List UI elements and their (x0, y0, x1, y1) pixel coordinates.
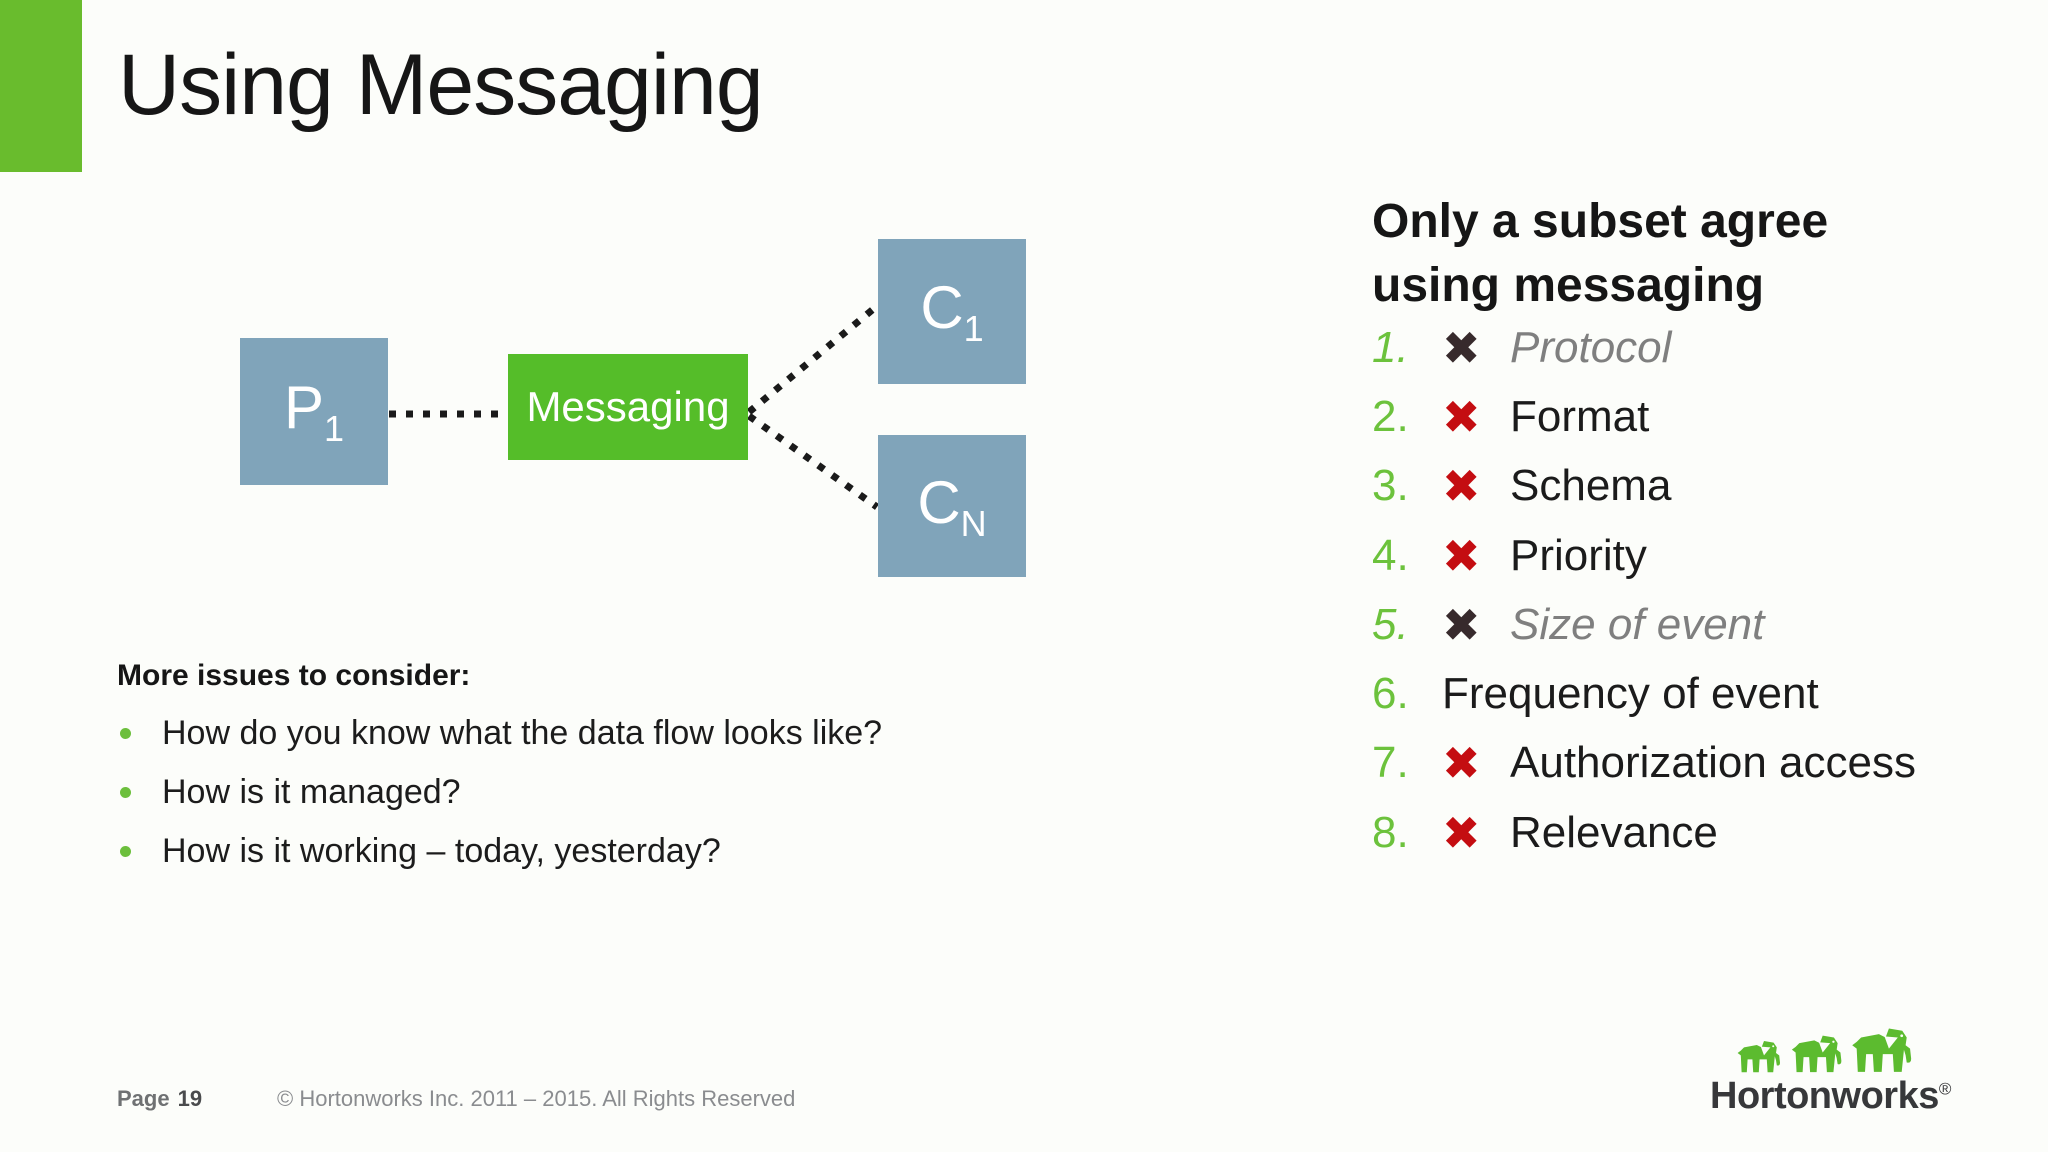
list-item: 3. ✖ Schema (1372, 452, 1916, 521)
bullet-text: How is it managed? (162, 773, 461, 811)
item-label: Size of event (1510, 599, 1765, 649)
list-item: 8. ✖ Relevance (1372, 798, 1916, 867)
consumer1-label: C1 (920, 274, 984, 349)
connector-messaging-c1 (746, 303, 880, 415)
list-item: 5. ✖ Size of event (1372, 590, 1916, 659)
x-mark-icon: ✖ (1442, 529, 1481, 582)
diagram-node-consumer-1: C1 (878, 239, 1026, 384)
messaging-label: Messaging (526, 383, 730, 430)
bullet-dot-icon (120, 728, 131, 739)
item-label: Authorization access (1510, 738, 1916, 788)
item-number: 6. (1372, 669, 1409, 719)
list-item: 2. ✖ Format (1372, 382, 1916, 451)
list-item: How do you know what the data flow looks… (117, 704, 882, 763)
item-label: Format (1510, 391, 1650, 441)
agreement-heading-line2: using messaging (1372, 259, 1765, 312)
agreement-heading: Only a subset agree using messaging (1372, 190, 1828, 318)
item-number: 2. (1372, 391, 1409, 441)
logo-wordmark: Hortonworks® (1710, 1075, 1960, 1118)
page-number: 19 (177, 1086, 203, 1111)
hortonworks-elephants-icon (1737, 1028, 1912, 1073)
item-number: 8. (1372, 807, 1409, 857)
agreement-list: 1. ✖ Protocol 2. ✖ Format 3. ✖ Schema 4.… (1372, 313, 1916, 867)
diagram-node-producer: P1 (240, 338, 388, 485)
x-mark-icon: ✖ (1442, 806, 1481, 859)
x-mark-icon: ✖ (1442, 390, 1481, 443)
item-number: 7. (1372, 738, 1409, 788)
list-item: 7. ✖ Authorization access (1372, 729, 1916, 798)
list-item: How is it managed? (117, 763, 882, 822)
x-mark-icon: ✖ (1442, 460, 1481, 513)
bullet-text: How is it working – today, yesterday? (162, 832, 721, 870)
bullet-dot-icon (120, 787, 131, 798)
producer-label: P1 (283, 374, 345, 449)
item-number: 5. (1372, 599, 1409, 649)
list-item: How is it working – today, yesterday? (117, 822, 882, 881)
agreement-heading-line1: Only a subset agree (1372, 195, 1829, 248)
item-label: Frequency of event (1442, 669, 1819, 719)
copyright-text: © Hortonworks Inc. 2011 – 2015. All Righ… (277, 1086, 796, 1111)
item-label: Protocol (1510, 322, 1672, 372)
issues-bullet-list: How do you know what the data flow looks… (117, 704, 882, 881)
registered-mark-icon: ® (1938, 1079, 1952, 1099)
item-number: 4. (1372, 530, 1409, 580)
diagram-node-messaging: Messaging (508, 354, 748, 460)
item-number: 1. (1372, 322, 1409, 372)
item-label: Schema (1510, 461, 1672, 511)
issues-heading: More issues to consider: (117, 659, 471, 692)
diagram-node-consumer-n: CN (878, 435, 1026, 577)
list-item: 1. ✖ Protocol (1372, 313, 1916, 382)
x-mark-icon: ✖ (1442, 598, 1481, 651)
accent-bar (0, 0, 82, 172)
x-mark-icon: ✖ (1442, 321, 1481, 374)
page-indicator: Page 19 (117, 1086, 202, 1112)
hortonworks-logo: Hortonworks® (1700, 1011, 1960, 1118)
bullet-text: How do you know what the data flow looks… (162, 714, 883, 752)
list-item: 4. ✖ Priority (1372, 521, 1916, 590)
bullet-dot-icon (120, 846, 131, 857)
item-number: 3. (1372, 461, 1409, 511)
page-label: Page (117, 1086, 170, 1111)
connector-messaging-cn (746, 413, 880, 510)
item-label: Relevance (1510, 807, 1718, 857)
x-mark-icon: ✖ (1442, 737, 1481, 790)
item-label: Priority (1510, 530, 1647, 580)
consumerN-label: CN (917, 468, 987, 544)
page-title: Using Messaging (118, 37, 764, 133)
list-item: 6. ✖ Frequency of event (1372, 659, 1916, 728)
logo-brand: Hortonworks (1710, 1075, 1939, 1117)
